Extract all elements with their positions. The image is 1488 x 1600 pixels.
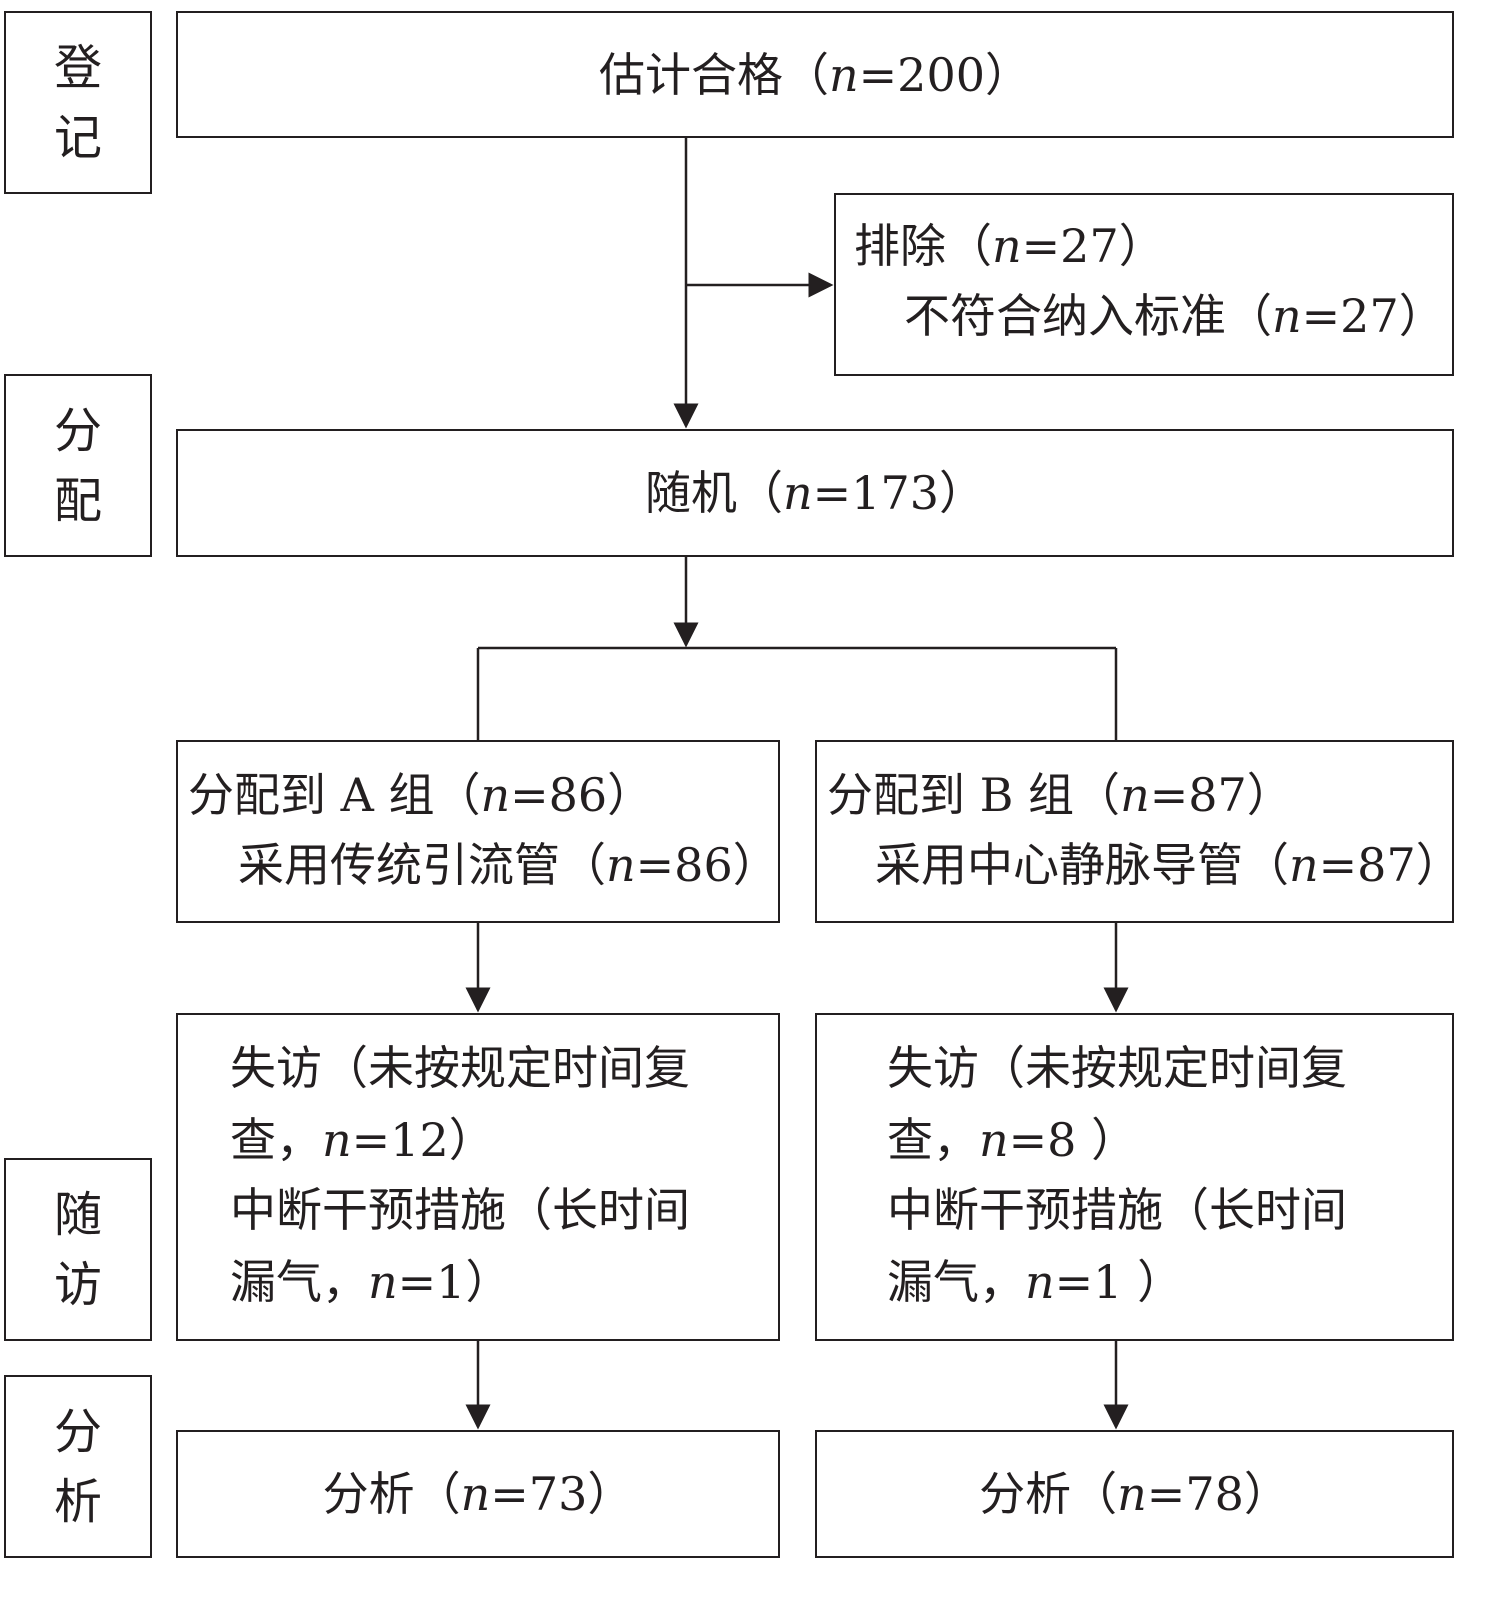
eligible-text: 估计合格（n=200） bbox=[599, 47, 1031, 102]
group-a-line-1: 分配到 A 组（n=86） bbox=[188, 768, 654, 822]
randomized-box: 随机（n=173） bbox=[176, 429, 1454, 557]
stage-analysis: 分 析 bbox=[4, 1375, 152, 1558]
group-a-box: 分配到 A 组（n=86） 采用传统引流管（n=86） bbox=[176, 740, 780, 923]
followup-a-box: 失访（未按规定时间复 查，n=12） 中断干预措施（长时间 漏气，n=1） bbox=[176, 1013, 780, 1341]
followup-a-line-4: 漏气，n=1） bbox=[230, 1255, 512, 1309]
stage-enrollment-char-1: 登 bbox=[53, 39, 102, 96]
analysis-b-text: 分析（n=78） bbox=[979, 1467, 1290, 1521]
followup-b-box: 失访（未按规定时间复 查，n=8 ） 中断干预措施（长时间 漏气，n=1 ） bbox=[815, 1013, 1454, 1341]
group-b-box: 分配到 B 组（n=87） 采用中心静脉导管（n=87） bbox=[815, 740, 1462, 923]
stage-allocation: 分 配 bbox=[4, 374, 152, 557]
followup-b-line-4: 漏气，n=1 ） bbox=[887, 1255, 1184, 1309]
group-b-line-1: 分配到 B 组（n=87） bbox=[827, 768, 1293, 822]
group-a-line-2: 采用传统引流管（n=86） bbox=[238, 838, 779, 892]
stage-analysis-char-2: 析 bbox=[53, 1473, 102, 1530]
excluded-box: 排除（n=27） 不符合纳入标准（n=27） bbox=[834, 193, 1454, 376]
stage-enrollment-char-2: 记 bbox=[53, 109, 102, 166]
stage-enrollment: 登 记 bbox=[4, 11, 152, 194]
analysis-b-box: 分析（n=78） bbox=[815, 1430, 1454, 1558]
eligible-box: 估计合格（n=200） bbox=[176, 11, 1454, 138]
followup-b-line-3: 中断干预措施（长时间 bbox=[887, 1183, 1347, 1237]
followup-b-line-2: 查，n=8 ） bbox=[887, 1113, 1138, 1167]
stage-followup-char-2: 访 bbox=[53, 1256, 102, 1313]
stage-allocation-char-2: 配 bbox=[53, 472, 102, 529]
followup-a-line-3: 中断干预措施（长时间 bbox=[230, 1183, 690, 1237]
stage-followup: 随 访 bbox=[4, 1158, 152, 1341]
stage-allocation-char-1: 分 bbox=[53, 402, 102, 459]
analysis-a-box: 分析（n=73） bbox=[176, 1430, 780, 1558]
stage-analysis-char-1: 分 bbox=[53, 1403, 102, 1460]
randomized-text: 随机（n=173） bbox=[645, 466, 985, 520]
excluded-line-1: 排除（n=27） bbox=[854, 219, 1165, 273]
excluded-line-2: 不符合纳入标准（n=27） bbox=[904, 289, 1445, 343]
group-b-line-2: 采用中心静脉导管（n=87） bbox=[875, 838, 1462, 892]
stage-followup-char-1: 随 bbox=[53, 1186, 102, 1243]
followup-a-line-2: 查，n=12） bbox=[230, 1113, 495, 1167]
followup-b-line-1: 失访（未按规定时间复 bbox=[887, 1041, 1347, 1095]
followup-a-line-1: 失访（未按规定时间复 bbox=[230, 1041, 690, 1095]
analysis-a-text: 分析（n=73） bbox=[322, 1467, 634, 1521]
